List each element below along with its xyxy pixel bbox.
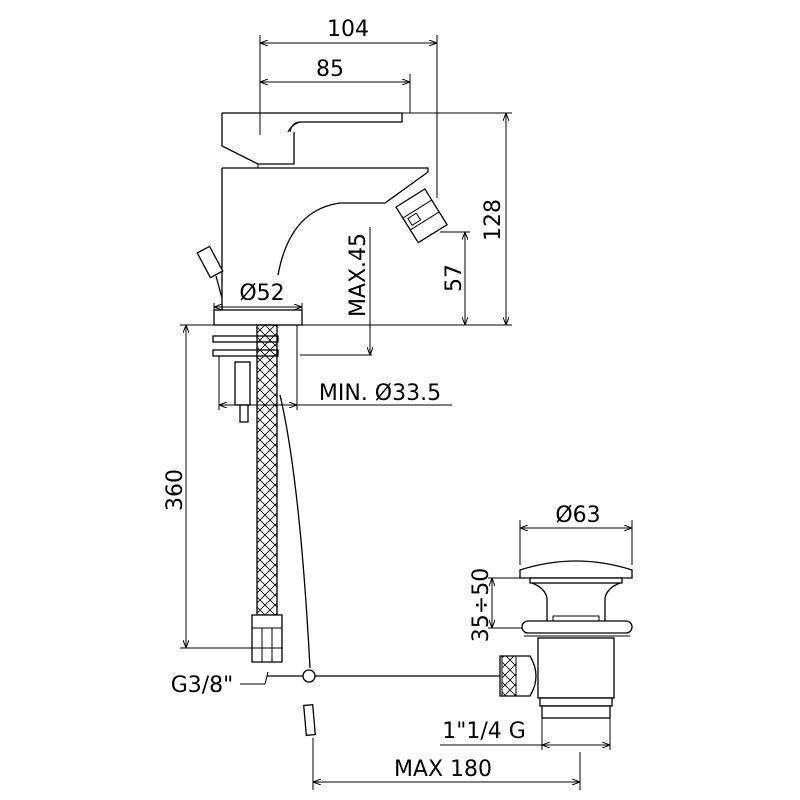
dim-max-rod: MAX 180 bbox=[394, 757, 492, 782]
dim-min-hole: MIN. Ø33.5 bbox=[319, 381, 441, 406]
dim-outlet-height: 57 bbox=[442, 264, 467, 292]
dimension-lines bbox=[180, 35, 633, 790]
pop-up-waste bbox=[499, 560, 633, 719]
dim-hose-length: 360 bbox=[163, 469, 188, 511]
dim-base-diameter: Ø52 bbox=[239, 281, 284, 306]
dim-hose-connection: G3/8" bbox=[171, 673, 234, 698]
dim-max-deck: MAX.45 bbox=[346, 233, 371, 317]
dim-overall-height: 128 bbox=[481, 199, 506, 241]
dim-waste-thread: 1"1/4 G bbox=[442, 719, 526, 744]
faucet-body bbox=[196, 112, 500, 737]
dim-overall-depth: 104 bbox=[327, 17, 369, 42]
dim-waste-cap: Ø63 bbox=[555, 503, 600, 528]
dim-waste-height: 35÷50 bbox=[469, 568, 494, 642]
dim-spout-depth: 85 bbox=[316, 57, 344, 82]
